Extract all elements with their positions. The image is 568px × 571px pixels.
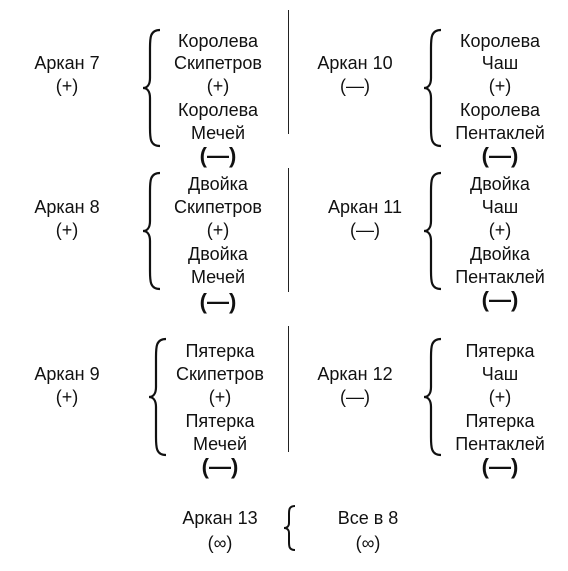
card-text: Пятерка <box>185 341 255 361</box>
arcana-sign: (—) <box>350 220 380 240</box>
arcana-sign: (∞) <box>207 533 233 553</box>
card-text: Двойка <box>470 174 530 194</box>
card-text: Чаш <box>481 197 519 217</box>
card-text: Скипетров <box>174 197 262 217</box>
card-text: Скипетров <box>174 53 262 73</box>
arcana-label: Аркан 7 <box>34 53 100 73</box>
card-text: Мечей <box>192 434 248 454</box>
arcana-sign: (+) <box>55 220 79 240</box>
arcana-sign: (—) <box>340 387 370 407</box>
brace-icon <box>142 28 161 148</box>
arcana-sign: (+) <box>55 76 79 96</box>
card-text: Двойка <box>188 244 248 264</box>
column-divider <box>288 326 289 452</box>
brace-icon <box>148 337 167 457</box>
card-text: Пятерка <box>465 341 535 361</box>
arcana-label: Аркан 8 <box>34 197 100 217</box>
column-divider <box>288 168 289 292</box>
brace-icon <box>423 171 442 291</box>
card-text: (+) <box>208 387 232 407</box>
card-text: (+) <box>206 220 230 240</box>
bottom-value: Все в 8 <box>337 508 399 528</box>
arcana-sign: (+) <box>55 387 79 407</box>
card-text: Мечей <box>190 267 246 287</box>
bottom-value-sign: (∞) <box>355 533 381 553</box>
column-divider <box>288 10 289 134</box>
arcana-label: Аркан 12 <box>317 364 393 384</box>
card-text: Чаш <box>481 53 519 73</box>
result-sign: (—) <box>199 289 237 314</box>
card-text: (+) <box>488 387 512 407</box>
result-sign: (—) <box>481 287 519 312</box>
result-sign: (—) <box>199 143 237 168</box>
card-text: Пентаклей <box>455 267 545 287</box>
card-text: Пятерка <box>185 411 255 431</box>
card-text: Мечей <box>190 123 246 143</box>
arcana-label: Аркан 11 <box>328 197 402 217</box>
card-text: Двойка <box>470 244 530 264</box>
result-sign: (—) <box>481 143 519 168</box>
card-text: Королева <box>459 100 540 120</box>
card-text: Королева <box>177 31 258 51</box>
arcana-label: Аркан 13 <box>182 508 258 528</box>
card-text: Пятерка <box>465 411 535 431</box>
result-sign: (—) <box>201 454 239 479</box>
arcana-label: Аркан 10 <box>317 53 393 73</box>
card-text: Королева <box>459 31 540 51</box>
arcana-sign: (—) <box>340 76 370 96</box>
brace-icon <box>142 171 161 291</box>
card-text: Пентаклей <box>455 123 545 143</box>
brace-icon <box>423 28 442 148</box>
card-text: Пентаклей <box>455 434 545 454</box>
card-text: (+) <box>488 220 512 240</box>
card-text: Чаш <box>481 364 519 384</box>
brace-icon <box>283 505 296 551</box>
card-text: (+) <box>206 76 230 96</box>
card-text: (+) <box>488 76 512 96</box>
card-text: Двойка <box>188 174 248 194</box>
result-sign: (—) <box>481 454 519 479</box>
brace-icon <box>423 337 442 457</box>
arcana-label: Аркан 9 <box>34 364 100 384</box>
card-text: Королева <box>177 100 258 120</box>
card-text: Скипетров <box>176 364 264 384</box>
